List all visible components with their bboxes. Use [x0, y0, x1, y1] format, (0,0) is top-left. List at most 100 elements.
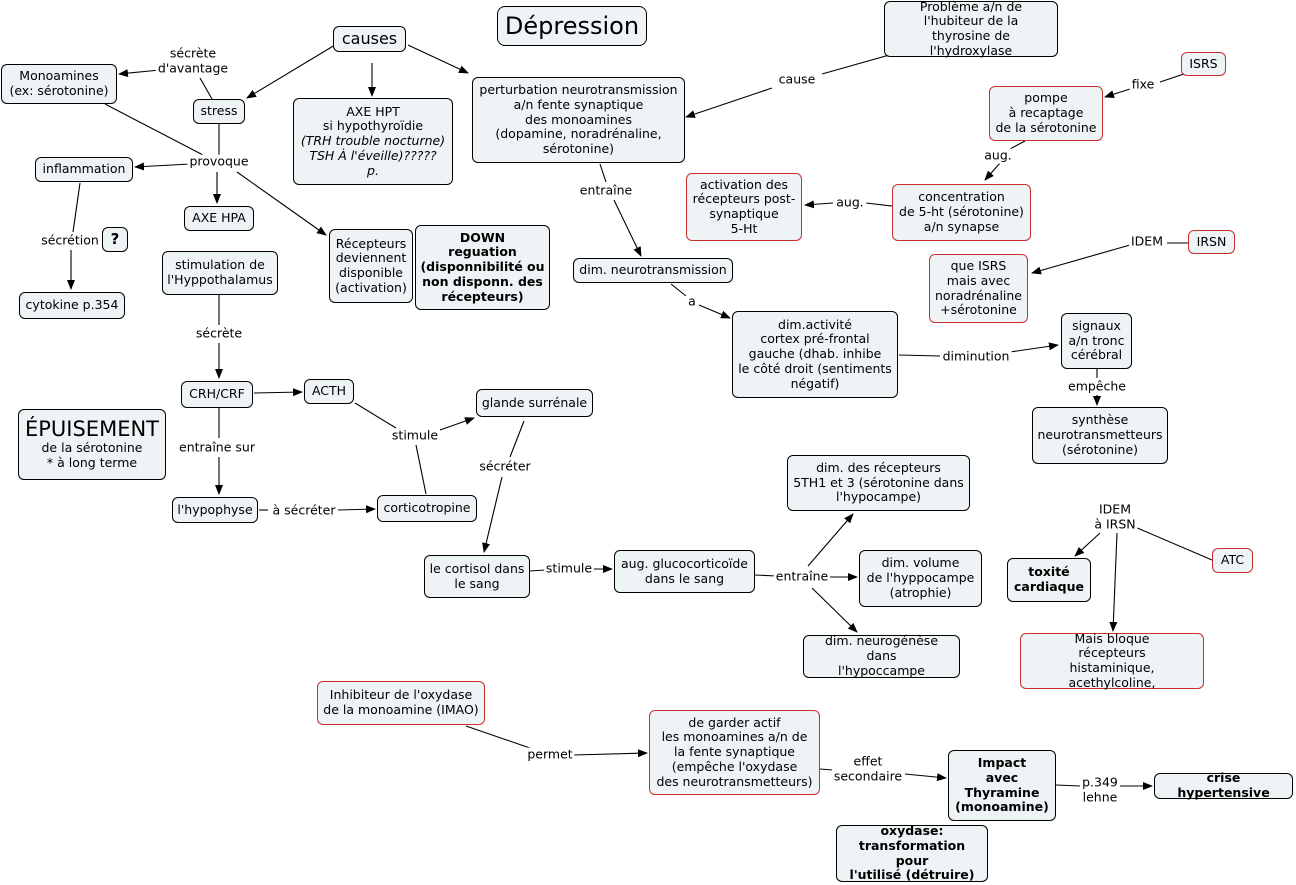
- node-pompe[interactable]: pompe à recaptage de la sérotonine: [989, 86, 1103, 141]
- link-idem-queisrs: [1031, 244, 1131, 275]
- label-secrete: sécrète: [193, 325, 245, 342]
- link-provoque-recepteurs: [236, 171, 327, 236]
- label-aug-2: aug.: [834, 194, 866, 211]
- epuisement-title: ÉPUISEMENT: [24, 417, 160, 442]
- node-glucocorticoide[interactable]: aug. glucocorticoïde dans le sang: [614, 550, 755, 593]
- node-dim-volume[interactable]: dim. volume de l'hyppocampe (atrophie): [859, 550, 982, 607]
- link-entraine-dimneuro: [613, 199, 642, 257]
- link-gluco-entraine: [754, 574, 777, 577]
- link-cortisol-stimule: [529, 569, 546, 572]
- node-irsn[interactable]: IRSN: [1188, 230, 1235, 254]
- node-impact[interactable]: Impact avec Thyramine (monoamine): [948, 750, 1056, 821]
- label-cause: cause: [776, 71, 818, 88]
- node-garder-actif[interactable]: de garder actif les monoamines a/n de la…: [649, 710, 820, 795]
- link-perturbation-entraine: [599, 163, 607, 183]
- node-stress[interactable]: stress: [193, 99, 245, 124]
- label-entraine-1: entraîne: [577, 182, 635, 199]
- node-cytokine[interactable]: cytokine p.354: [19, 292, 125, 319]
- node-toxicite[interactable]: toxité cardiaque: [1007, 558, 1091, 602]
- axe-hpt-title: AXE HPT si hypothyroïdie: [322, 103, 424, 134]
- link-a-dimactivite: [698, 304, 731, 319]
- label-aug-1: aug.: [982, 147, 1014, 164]
- link-asecreter-corticotropine: [337, 505, 376, 514]
- node-recepteurs-dispo[interactable]: Récepteurs deviennent disponible (activa…: [329, 229, 413, 303]
- label-provoque: provoque: [187, 153, 251, 170]
- link-causes-stress: [246, 44, 336, 99]
- link-entraine-dimneurogenese: [811, 587, 858, 633]
- node-axe-hpa[interactable]: AXE HPA: [184, 206, 254, 231]
- node-corticotropine[interactable]: corticotropine: [377, 495, 477, 522]
- link-pompe-aug: [1009, 140, 1026, 150]
- epuisement-sub: de la sérotonine * à long terme: [41, 440, 143, 471]
- link-inflammation-secretion: [72, 182, 81, 233]
- node-dim-neurotransmission[interactable]: dim. neurotransmission: [573, 258, 733, 283]
- node-question[interactable]: ?: [102, 227, 128, 252]
- label-idem-irsn: IDEM à IRSN: [1092, 501, 1138, 532]
- link-diminution-signaux: [1009, 342, 1059, 353]
- link-aug-concentration: [984, 162, 1001, 181]
- node-inflammation[interactable]: inflammation: [35, 157, 133, 182]
- node-down-regulation[interactable]: DOWN reguation (disponnibilité ou non di…: [415, 225, 550, 310]
- link-garder-effet: [819, 768, 834, 771]
- node-axe-hpt[interactable]: AXE HPT si hypothyroïdie(TRH trouble noc…: [293, 98, 453, 185]
- node-isrs[interactable]: ISRS: [1181, 52, 1226, 76]
- label-secretion: sécrétion: [39, 232, 101, 249]
- node-probleme[interactable]: Problème a/n de l'hubiteur de la thyrosi…: [884, 0, 1058, 58]
- label-effet-secondaire: effet secondaire: [831, 753, 905, 784]
- label-diminution: diminution: [940, 348, 1012, 365]
- link-label-monoamines: [118, 69, 161, 78]
- node-dim-recepteurs[interactable]: dim. des récepteurs 5TH1 et 3 (sérotonin…: [787, 455, 970, 511]
- node-epuisement[interactable]: ÉPUISEMENT de la sérotonine * à long ter…: [18, 409, 166, 480]
- link-effet-impact: [904, 773, 947, 782]
- node-oxydase[interactable]: oxydase: transformation pour l'utilisé (…: [836, 823, 988, 882]
- link-idem-toxicite: [1074, 532, 1101, 557]
- node-atc[interactable]: ATC: [1212, 548, 1253, 573]
- link-isrs-fixe: [1159, 73, 1185, 83]
- node-causes[interactable]: causes: [333, 26, 406, 52]
- node-crh[interactable]: CRH/CRF: [181, 381, 253, 408]
- link-dimactivite-diminution: [898, 354, 941, 357]
- node-crise[interactable]: crise hypertensive: [1154, 770, 1293, 800]
- node-signaux[interactable]: signaux a/n tronc cérébral: [1061, 313, 1132, 369]
- link-entraine-dimrecepteurs: [807, 513, 854, 567]
- node-acth[interactable]: ACTH: [304, 379, 354, 404]
- title-node[interactable]: Dépression: [497, 6, 647, 46]
- label-secrete-davantage: sécrète d'avantage: [155, 45, 231, 76]
- node-stimulation-hypothalamus[interactable]: stimulation de l'Hyppothalamus: [162, 251, 278, 295]
- link-glande-secreter: [509, 420, 525, 458]
- link-imao-permet: [465, 725, 531, 749]
- node-activation-recepteurs[interactable]: activation des récepteurs post- synaptiq…: [686, 173, 802, 241]
- node-mais-bloque[interactable]: Mais bloque récepteurs histaminique, ace…: [1020, 631, 1204, 690]
- label-idem: IDEM: [1129, 233, 1165, 250]
- link-stimule-glande: [439, 417, 475, 431]
- label-p349: p.349 lehne: [1080, 774, 1120, 805]
- node-cortisol[interactable]: le cortisol dans le sang: [424, 555, 530, 598]
- link-impact-p349: [1055, 784, 1081, 787]
- node-synthese[interactable]: synthèse neurotransmetteurs (sérotonine): [1032, 407, 1168, 464]
- node-dim-activite[interactable]: dim.activité cortex pré-frontal gauche (…: [732, 311, 898, 398]
- link-idem-maisbloque: [1109, 532, 1118, 632]
- node-monoamines[interactable]: Monoamines (ex: sérotonine): [1, 64, 117, 104]
- node-perturbation[interactable]: perturbation neurotransmission a/n fente…: [472, 77, 685, 163]
- node-que-isrs[interactable]: que ISRS mais avec noradrénaline +séroto…: [929, 254, 1028, 323]
- node-dim-neurogenese[interactable]: dim. neurogénèse dans l'hypoccampe: [803, 634, 960, 678]
- node-hypophyse[interactable]: l'hypophyse: [172, 497, 258, 523]
- link-concentration-aug: [865, 202, 893, 207]
- node-concentration[interactable]: concentration de 5-ht (sérotonine) a/n s…: [892, 184, 1031, 241]
- node-imao[interactable]: Inhibiteur de l'oxydase de la monoamine …: [317, 681, 485, 725]
- link-atc-idem: [1134, 526, 1213, 561]
- link-acth-stimule: [354, 402, 397, 429]
- label-fixe: fixe: [1129, 76, 1157, 93]
- label-secreter: sécréter: [477, 458, 533, 475]
- node-glande[interactable]: glande surrénale: [476, 389, 593, 417]
- label-entraine-2: entraîne: [773, 568, 831, 585]
- link-dimneuro-a: [670, 283, 687, 297]
- axe-hpt-italic: (TRH trouble nocturne) TSH À l'éveille)?…: [300, 133, 446, 178]
- link-corticotropine-stimule: [415, 444, 427, 495]
- label-stimule-2: stimule: [543, 560, 595, 577]
- link-aug-activation: [804, 200, 834, 209]
- label-a: a: [686, 293, 698, 310]
- link-crh-acth: [253, 388, 303, 397]
